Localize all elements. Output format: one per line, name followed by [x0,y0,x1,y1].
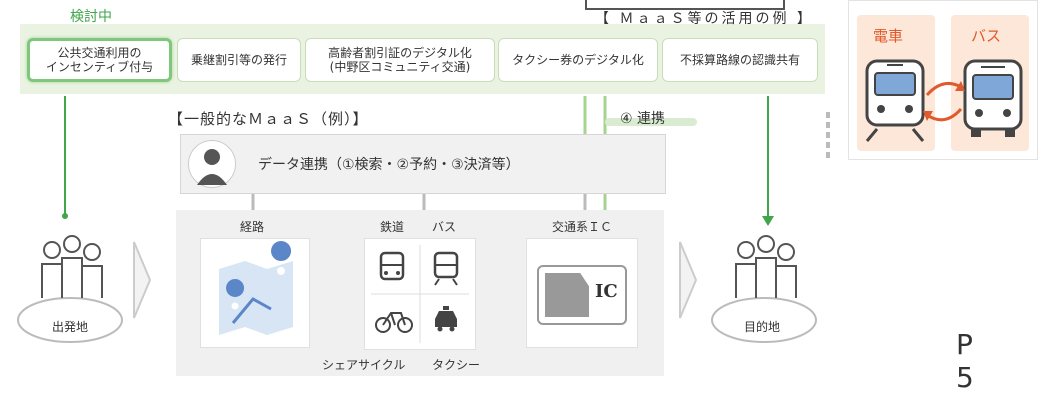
bus-label: バス [971,27,1002,45]
example-title: 【 ＭａａＳ等の活用の例 】 [595,11,814,27]
train-label: 電車 [873,27,904,45]
train-bus-illustration: 電車 バス [848,0,1038,160]
data-link-text: データ連携（①検索・②予約・③決済等） [258,157,520,173]
mode-icons [371,245,469,343]
transfer-discount-box: 乗継割引等の発行 [177,38,301,82]
link-label: ④ 連携 [620,111,666,127]
taxi-ticket-box: タクシー券のデジタル化 [498,38,658,82]
general-maas-title: 【一般的なＭａａＳ（例）】 [168,110,369,128]
ic-title: 交通系ＩＣ [552,220,613,234]
exchange-arrows-icon [923,81,965,122]
bicycle-icon [375,312,413,333]
page-number: P 5 [956,328,992,394]
destination-arrow [762,216,774,226]
origin-label: 出発地 [52,320,89,334]
share-cycle-label: シェアサイクル [322,358,406,372]
mode-grid-box [364,238,476,350]
ic-card-box: IC [526,238,638,348]
side-dashes [826,112,830,158]
data-link-bar [180,134,666,194]
avatar [188,140,236,188]
senior-discount-box: 高齢者割引証のデジタル化 (中野区コミュニティ交通) [305,38,495,82]
taxi-label: タクシー [432,358,481,372]
top-frame [585,0,785,10]
ic-card-icon: IC [537,265,627,325]
bus-icon [963,59,1023,137]
taxi-icon [435,306,457,332]
rail-label: 鉄道 [380,220,405,234]
bus-small-icon [379,251,405,281]
bus-mode-label: バス [432,220,457,234]
map-icon [219,241,293,335]
link-bar [605,118,697,126]
train-bus-icons [865,59,1023,142]
destination-people-icon [679,235,817,343]
train-icon [865,59,925,142]
train-small-icon [433,251,459,286]
destination-label: 目的地 [744,320,781,334]
ic-card-text: IC [595,281,618,302]
unprofitable-routes-box: 不採算路線の認識共有 [662,38,818,82]
incentive-box: 公共交通利用の インセンティブ付与 [27,38,172,82]
route-label: 経路 [240,220,265,234]
origin-people-icon [17,235,152,343]
status-label: 検討中 [70,9,112,25]
origin-line-dot [62,213,68,219]
person-icon [197,149,227,185]
route-map-box [200,238,310,348]
